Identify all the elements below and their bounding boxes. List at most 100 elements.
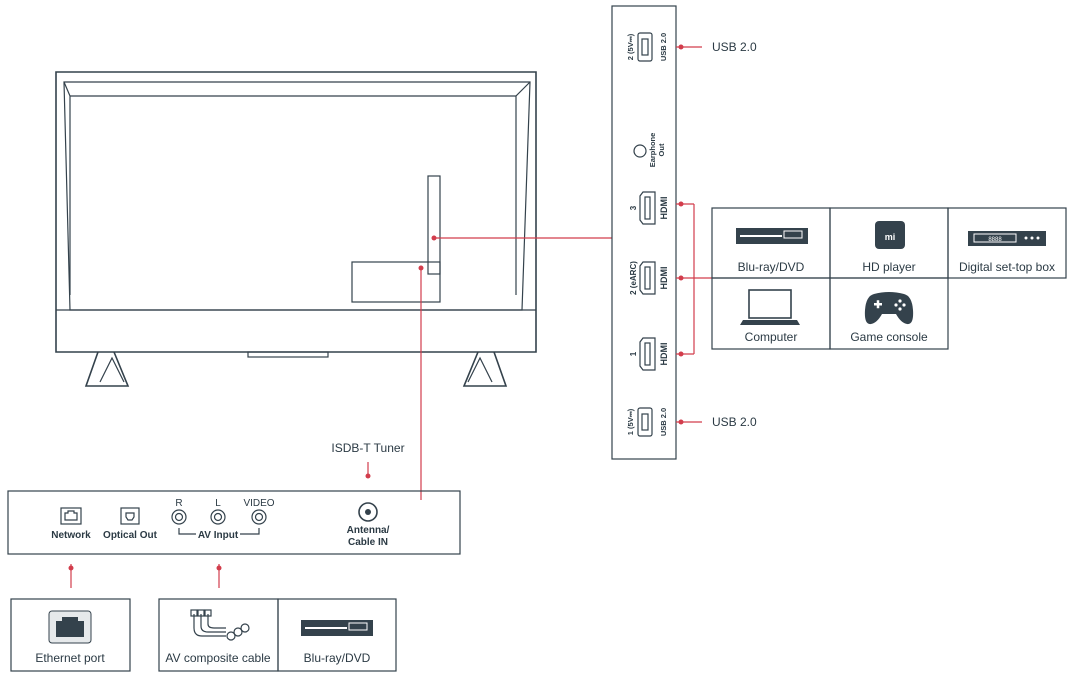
antenna-port: Antenna/ Cable IN <box>347 502 390 548</box>
usb-1-port-label: 1 (5V⎓) <box>626 408 635 435</box>
ethernet-jack-icon <box>64 510 78 521</box>
set-top-box-icon: 8888 <box>968 231 1046 246</box>
ethernet-device-box <box>10 598 131 672</box>
hdmi-1-type-label: HDMI <box>659 343 669 366</box>
hdmi-bracket <box>676 201 712 357</box>
av-video-jack-outer <box>251 509 267 525</box>
usb-2-callout-dot <box>678 44 684 50</box>
rear-panel-frame <box>7 490 461 555</box>
av-bracket-left <box>178 528 196 535</box>
av-r-jack-inner <box>174 512 184 522</box>
usb-1-callout: USB 2.0 <box>712 415 757 429</box>
tv-back-panel <box>63 81 531 311</box>
tv-stand-right-inner <box>467 356 493 383</box>
hdmi-device-label-hd-player: HD player <box>862 260 915 274</box>
usb-2-socket <box>637 32 653 62</box>
earphone-port: Earphone Out <box>633 133 666 167</box>
side-panel-frame <box>611 5 677 460</box>
hdmi-port-3: 3 HDMI <box>629 191 669 225</box>
av-cable-wire-2 <box>200 614 226 633</box>
antenna-label-line1: Antenna/ <box>347 525 390 536</box>
hdmi-2-socket-inner <box>644 266 651 290</box>
hdmi-device-label-bluray: Blu-ray/DVD <box>738 260 805 274</box>
optical-out-label: Optical Out <box>103 530 158 541</box>
av-cable-icon <box>190 609 250 641</box>
ethernet-port-icon <box>48 610 92 644</box>
tv-stand-left-inner <box>99 356 125 383</box>
hdmi-3-type-label: HDMI <box>659 197 669 220</box>
av-cable-plug-3 <box>204 609 212 617</box>
hdmi-2-port-label: 2 (eARC) <box>629 261 638 295</box>
tv-stand-right <box>462 351 508 387</box>
bottom-devices: Ethernet port AV composite cable Blu-ray… <box>10 598 397 672</box>
av-l-label: L <box>215 498 221 509</box>
hdmi-device-label-game-console: Game console <box>850 330 928 344</box>
gamepad-dpad-v <box>876 300 880 309</box>
hdmi-3-port-label: 3 <box>629 205 638 210</box>
usb-2-socket-inner <box>641 38 649 56</box>
usb-1-socket <box>637 407 653 437</box>
hdmi-1-port-label: 1 <box>629 351 638 356</box>
hdmi-port-2: 2 (eARC) HDMI <box>629 261 669 295</box>
laptop-icon <box>740 289 800 325</box>
antenna-jack-inner <box>365 509 371 515</box>
av-input-label: AV Input <box>198 530 239 541</box>
av-cable-plug-2 <box>197 609 205 617</box>
hdmi-device-label-computer: Computer <box>745 330 798 344</box>
av-cable-device-label: AV composite cable <box>165 651 270 665</box>
bluray-player-icon <box>736 228 808 244</box>
usb-1-type-label: USB 2.0 <box>659 408 668 436</box>
bluray-player-display <box>783 230 803 239</box>
set-top-box-button-3 <box>1036 236 1040 240</box>
av-l-jack-outer <box>210 509 226 525</box>
tv-back <box>55 71 537 387</box>
usb-port-1: 1 (5V⎓) USB 2.0 USB 2.0 <box>626 407 757 437</box>
rear-io-panel: ISDB-T Tuner Network Optical Out R L VID… <box>7 441 461 588</box>
tv-bottom-bar <box>247 351 329 358</box>
bluray-bottom-slot <box>305 627 347 629</box>
antenna-jack-outer <box>358 502 378 522</box>
hdmi-3-socket-inner <box>644 196 651 220</box>
gamepad-button-top <box>898 299 902 303</box>
side-panel-connector-dot <box>431 235 437 241</box>
optical-jack-icon <box>125 512 135 521</box>
usb-1-callout-dot <box>678 419 684 425</box>
av-video-jack-inner <box>254 512 264 522</box>
usb-2-callout: USB 2.0 <box>712 40 757 54</box>
earphone-label-line2: Out <box>657 143 666 156</box>
optical-port-socket <box>120 507 140 525</box>
laptop-screen <box>748 289 792 319</box>
av-video-label: VIDEO <box>243 498 274 509</box>
ethernet-icon-socket <box>56 617 84 637</box>
side-io-panel: 2 (5V⎓) USB 2.0 USB 2.0 Earphone Out 3 H… <box>611 5 757 460</box>
av-cable-wire-3 <box>207 614 226 629</box>
gamepad-button-left <box>894 303 898 307</box>
hdmi-1-socket-inner <box>644 342 651 366</box>
av-connector-dot <box>216 565 222 571</box>
tv-rear-io-slot <box>351 261 441 303</box>
tuner-callout-dot <box>365 473 371 479</box>
bluray-player-slot <box>740 235 782 237</box>
usb-2-type-label: USB 2.0 <box>659 33 668 61</box>
gamepad-icon <box>864 292 914 325</box>
tv-frame <box>55 71 537 353</box>
hdmi-device-label-set-top-box: Digital set-top box <box>959 260 1055 274</box>
av-l-jack-inner <box>213 512 223 522</box>
rear-panel-connector-dot <box>418 265 424 271</box>
hdmi-2-socket <box>639 261 656 295</box>
hdmi-bracket-dot-2 <box>678 275 684 281</box>
optical-out-port: Optical Out <box>103 507 158 541</box>
av-cable-end-2 <box>233 627 243 637</box>
network-connector-dot <box>68 565 74 571</box>
av-cable-plug-1 <box>190 609 198 617</box>
laptop-base <box>740 320 800 325</box>
hdmi-device-grid: Blu-ray/DVD mi HD player 8888 Digital se… <box>711 207 1067 350</box>
mi-box-body <box>875 221 905 249</box>
tv-side-io-slot <box>427 175 441 275</box>
set-top-box-display-text: 8888 <box>988 237 1002 243</box>
hdmi-1-socket <box>639 337 656 371</box>
av-cable-wire-1 <box>193 614 226 637</box>
av-bracket-right <box>240 528 260 535</box>
bluray-player-icon-bottom <box>301 620 373 636</box>
hdmi-bracket-dot-1 <box>678 351 684 357</box>
